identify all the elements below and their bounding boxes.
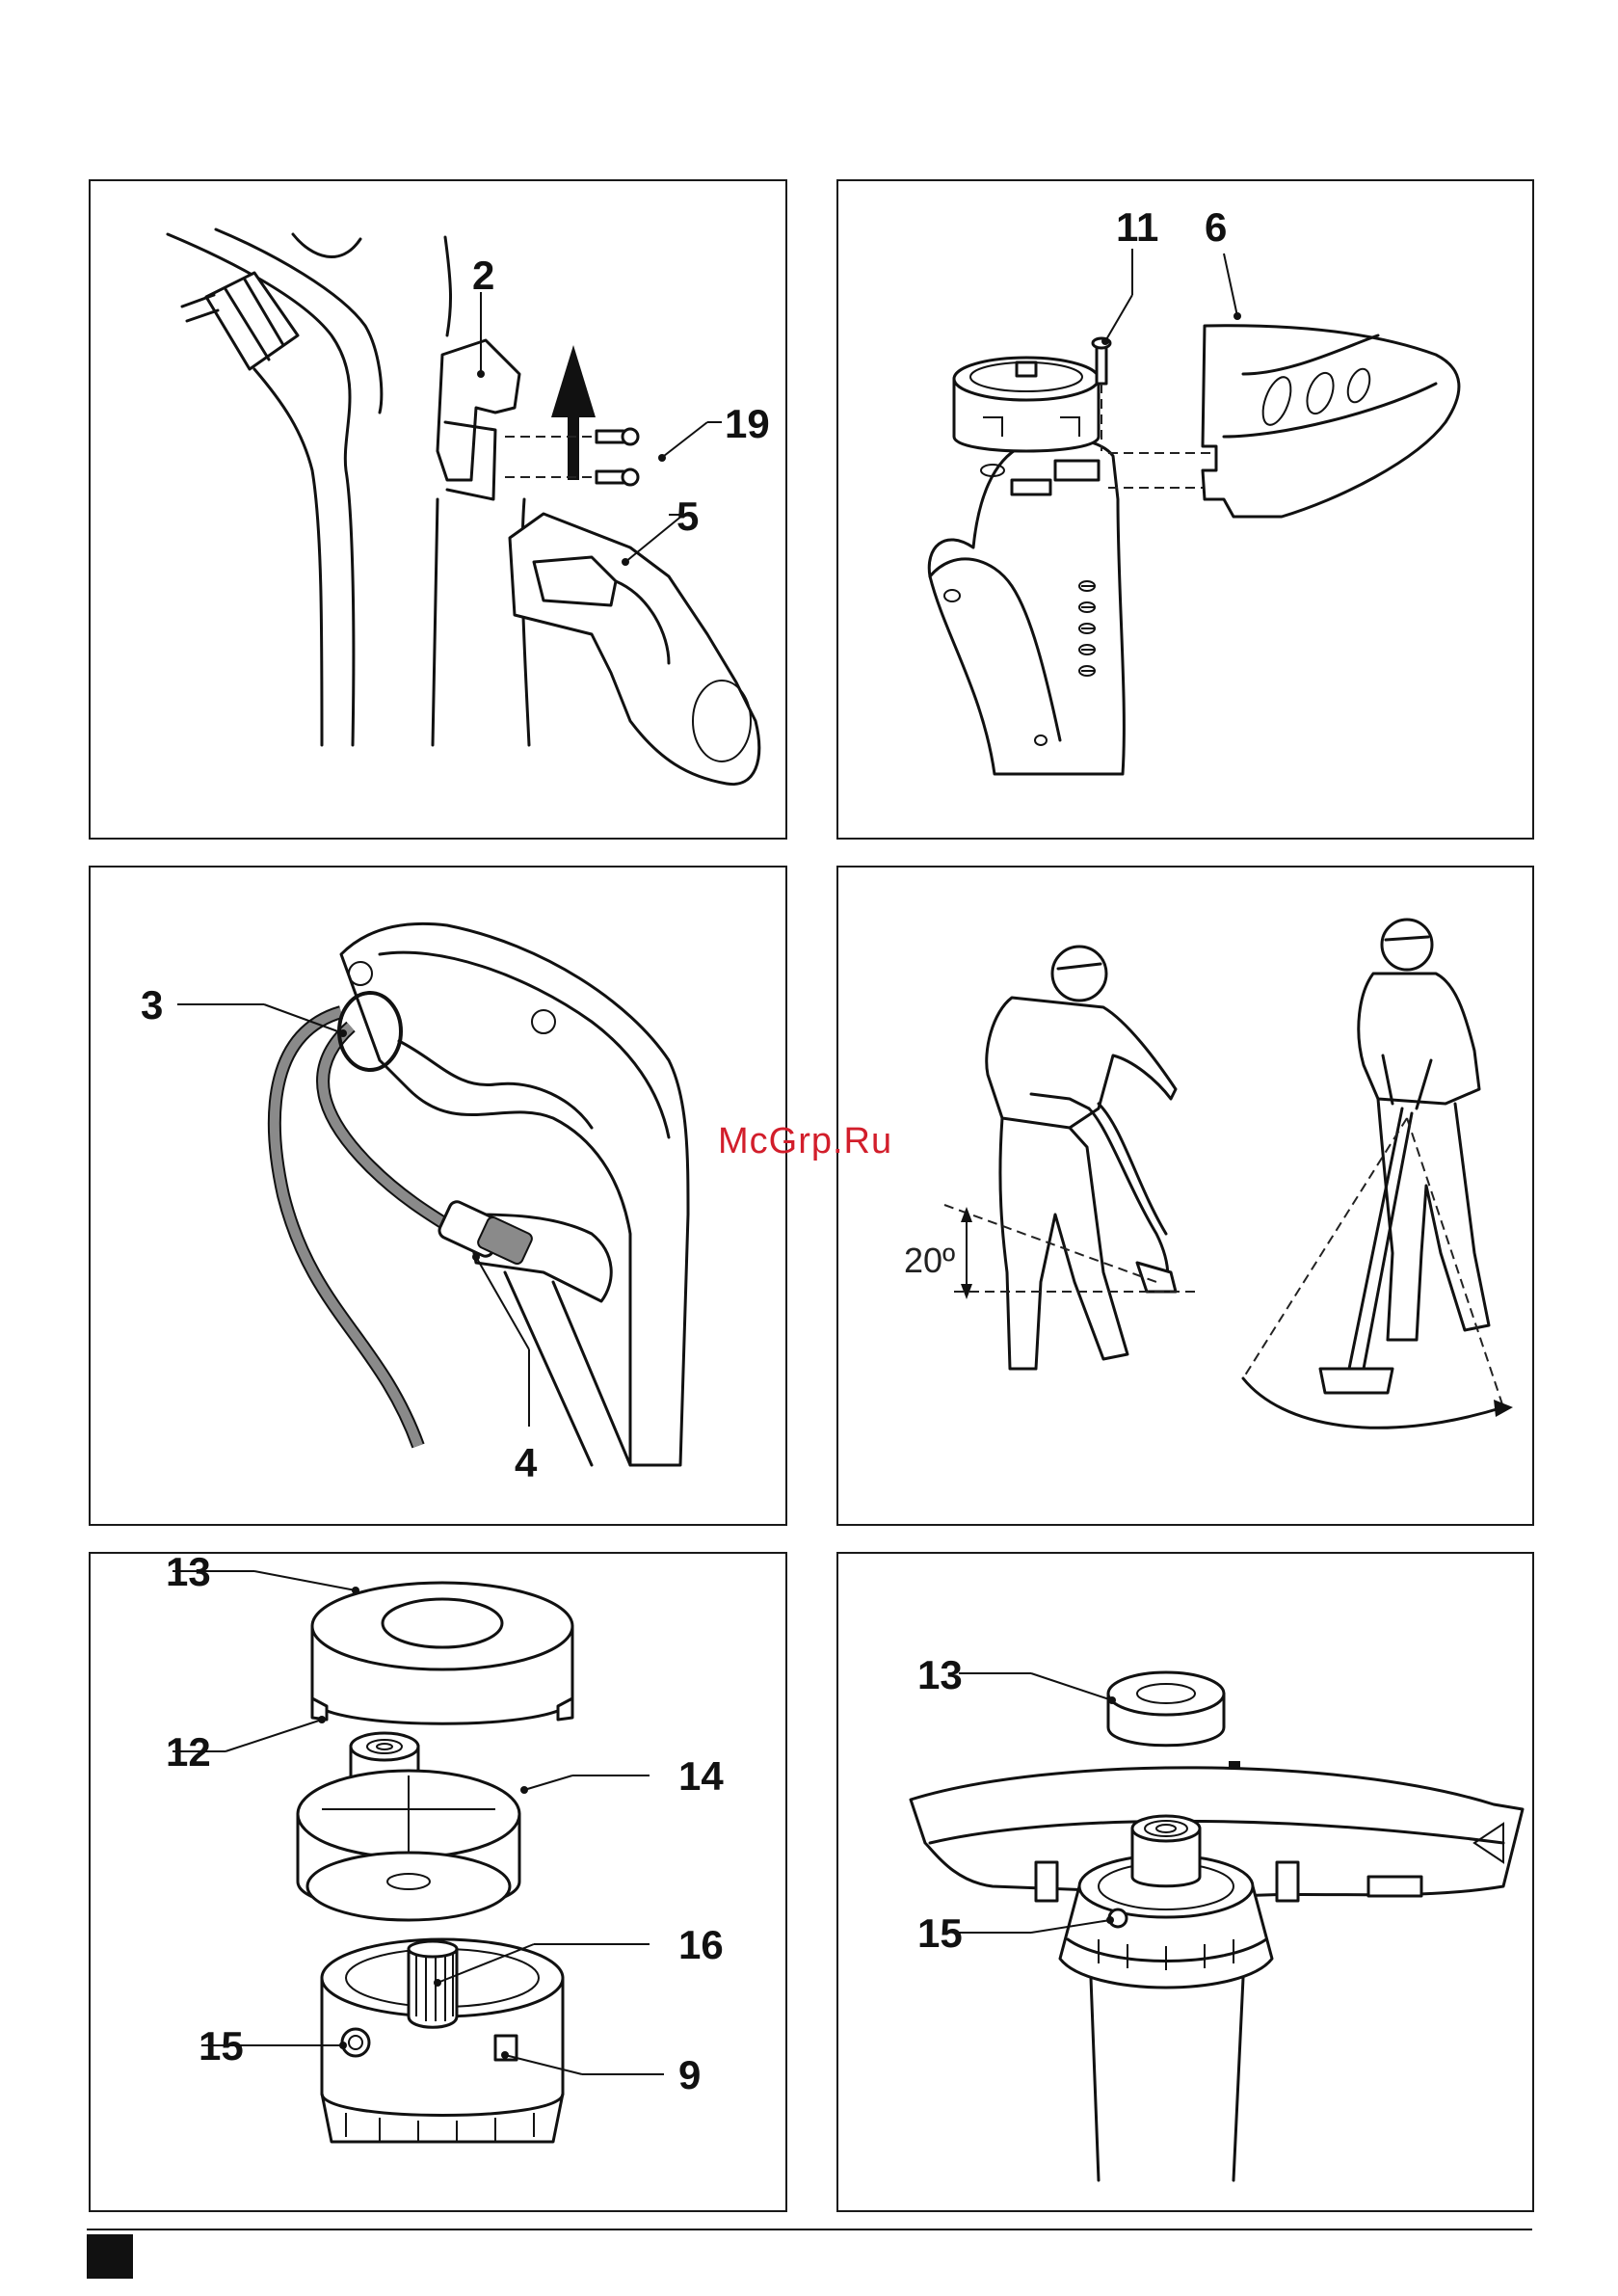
callout-6: 6 xyxy=(1205,204,1227,250)
handle-assembly-illustration: 2 19 5 xyxy=(91,181,787,840)
figure-panel-spool-cover-fit: 13 15 xyxy=(836,1552,1534,2212)
guard-fitting-illustration: 11 6 xyxy=(838,181,1534,840)
spool-exploded-illustration: 13 12 14 16 15 9 xyxy=(91,1554,787,2212)
figure-panel-guard-fitting: 11 6 xyxy=(836,179,1534,840)
callout-13: 13 xyxy=(917,1652,963,1697)
callout-15: 15 xyxy=(917,1910,963,1956)
callout-16: 16 xyxy=(678,1922,724,1967)
callout-9: 9 xyxy=(678,2052,701,2097)
callout-11: 11 xyxy=(1116,204,1158,250)
callout-5: 5 xyxy=(676,494,699,539)
callout-4: 4 xyxy=(515,1440,538,1485)
figure-panel-handle-assembly: 2 19 5 xyxy=(89,179,787,840)
callout-3: 3 xyxy=(141,982,163,1028)
spool-cover-fit-illustration: 13 15 xyxy=(838,1554,1534,2212)
callout-15: 15 xyxy=(199,2023,244,2069)
callout-13: 13 xyxy=(166,1554,211,1594)
callout-2: 2 xyxy=(472,253,494,298)
angle-label: 20º xyxy=(904,1241,955,1280)
figure-panel-operating-position: 20º xyxy=(836,866,1534,1526)
callout-14: 14 xyxy=(678,1753,724,1799)
callout-12: 12 xyxy=(166,1729,211,1775)
footer-rule xyxy=(87,2229,1532,2230)
cable-restraint-illustration: 3 4 xyxy=(91,868,787,1526)
callout-19: 19 xyxy=(725,401,770,446)
figure-panel-spool-exploded: 13 12 14 16 15 9 xyxy=(89,1552,787,2212)
operating-position-illustration: 20º xyxy=(838,868,1534,1526)
figure-panel-cable-restraint: 3 4 xyxy=(89,866,787,1526)
watermark-text: McGrp.Ru xyxy=(718,1121,892,1162)
page-marker-block xyxy=(87,2234,133,2279)
